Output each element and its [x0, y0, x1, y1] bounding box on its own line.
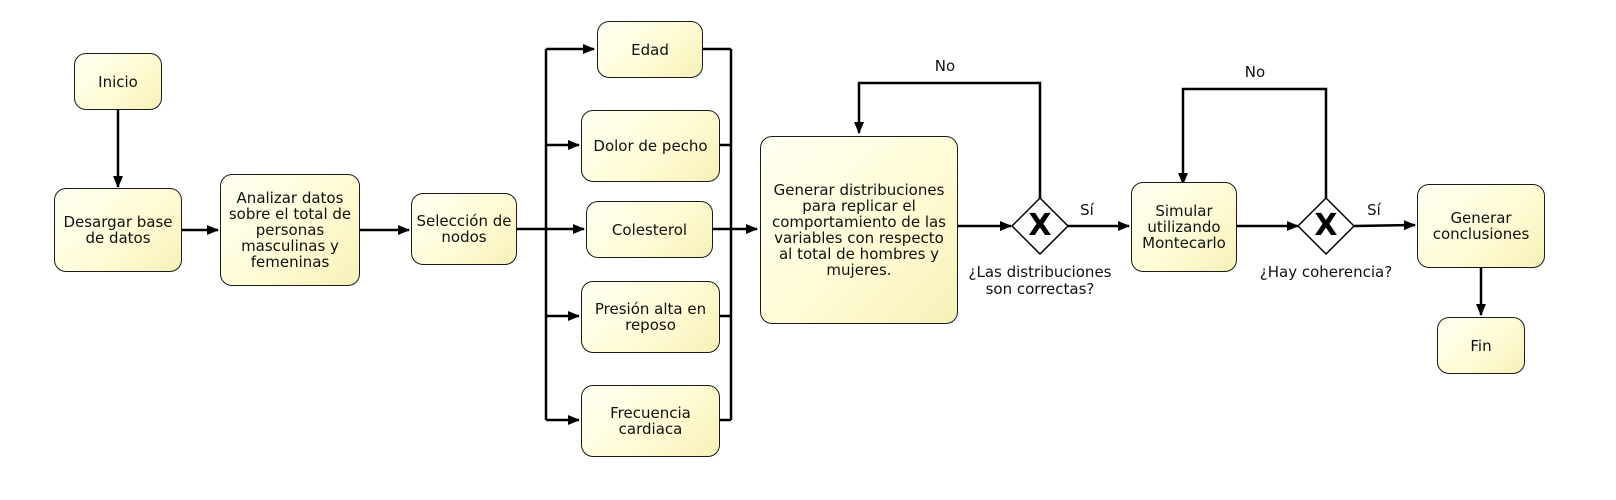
- edge-label-g1-no: No: [934, 57, 956, 75]
- task-seleccion[interactable]: Selección de nodos: [411, 193, 517, 265]
- edge-label-g1-yes: Sí: [1080, 201, 1094, 219]
- edge-g2-no: [1178, 87, 1328, 198]
- edge-label-g2-no: No: [1244, 63, 1266, 81]
- task-presion[interactable]: Presión alta en reposo: [581, 281, 720, 353]
- task-colesterol[interactable]: Colesterol: [586, 201, 713, 258]
- edge-label-g2-yes: Sí: [1367, 201, 1381, 219]
- task-analizar[interactable]: Analizar datos sobre el total de persona…: [220, 174, 360, 286]
- task-conclusiones[interactable]: Generar conclusiones: [1417, 184, 1545, 268]
- start-node[interactable]: Inicio: [74, 53, 162, 110]
- task-simular[interactable]: Simular utilizando Montecarlo: [1131, 182, 1237, 272]
- gateway-1-diamond: [1010, 196, 1070, 256]
- task-dolor-pecho[interactable]: Dolor de pecho: [581, 110, 720, 182]
- gateway-1-question: ¿Las distribuciones son correctas?: [968, 263, 1112, 298]
- task-frecuencia[interactable]: Frecuencia cardiaca: [581, 385, 720, 457]
- task-generar-distribuciones[interactable]: Generar distribuciones para replicar el …: [760, 136, 958, 324]
- task-descargar[interactable]: Desargar base de datos: [54, 188, 182, 272]
- gateway-1-x-icon[interactable]: X: [1028, 208, 1052, 243]
- gateway-2-diamond: [1296, 196, 1356, 256]
- task-edad[interactable]: Edad: [597, 21, 703, 78]
- edge-g1-no: [854, 81, 1042, 198]
- gateway-2-x-icon[interactable]: X: [1314, 208, 1338, 243]
- gateway-2-question: ¿Hay coherencia?: [1259, 263, 1393, 281]
- edge-g2-yes: [1353, 220, 1416, 231]
- end-node[interactable]: Fin: [1437, 317, 1525, 374]
